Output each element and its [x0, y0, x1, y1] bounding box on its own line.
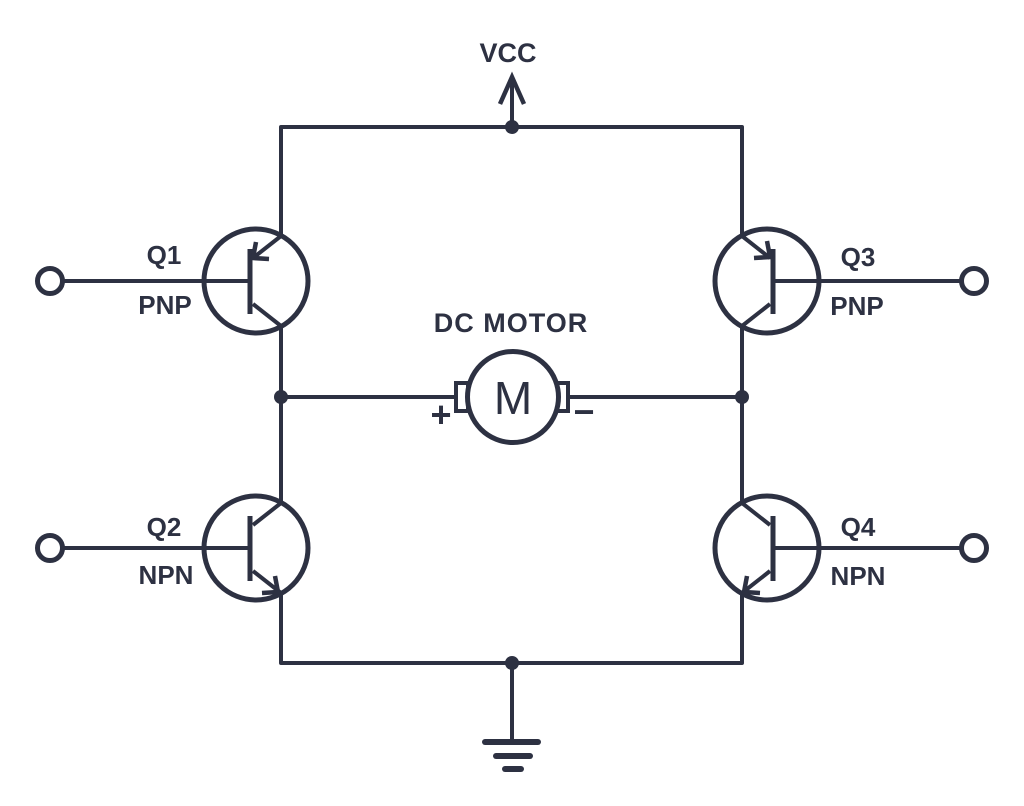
transistor-name: Q4: [841, 512, 876, 542]
vcc-arrow-icon: [497, 71, 527, 105]
motor-symbol: M: [494, 372, 532, 424]
transistor-q2: Q2 NPN: [35, 493, 311, 603]
vcc-label: VCC: [479, 38, 536, 68]
motor-negative-sign: −: [573, 391, 594, 432]
transistor-name: Q1: [147, 240, 182, 270]
transistor-type: PNP: [138, 290, 191, 320]
pnp-arrow-icon: [753, 240, 773, 261]
junction-dot: [274, 390, 288, 404]
input-terminal-q1: [35, 266, 65, 296]
npn-arrow-icon: [261, 575, 281, 596]
input-terminal-q3: [959, 266, 989, 296]
transistor-q3: Q3 PNP: [712, 226, 989, 336]
input-terminal-q4: [959, 533, 989, 563]
transistor-emitter: [251, 234, 283, 260]
transistor-name: Q3: [841, 242, 876, 272]
dc-motor: DC MOTOR M + −: [430, 308, 595, 445]
transistor-name: Q2: [147, 512, 182, 542]
transistor-collector: [740, 501, 772, 527]
transistor-type: NPN: [139, 560, 194, 590]
transistor-type: NPN: [831, 561, 886, 591]
transistor-q1: Q1 PNP: [35, 226, 311, 336]
motor-body: [465, 349, 561, 445]
junction-dot: [735, 390, 749, 404]
junction-dot: [505, 120, 519, 134]
top-rail-wire: [279, 125, 744, 235]
transistor-collector: [251, 302, 283, 328]
transistor-collector: [740, 302, 772, 328]
junction-dot: [505, 656, 519, 670]
npn-arrow-icon: [741, 575, 761, 596]
ground: [482, 656, 541, 772]
pnp-arrow-icon: [250, 241, 270, 262]
vcc-source: VCC: [479, 38, 537, 134]
transistor-q4: Q4 NPN: [712, 493, 989, 603]
transistor-collector: [251, 501, 283, 527]
bottom-rail-wire: [279, 593, 744, 665]
ground-icon: [482, 739, 541, 772]
transistor-type: PNP: [830, 291, 883, 321]
motor-title: DC MOTOR: [434, 308, 589, 338]
input-terminal-q2: [35, 533, 65, 563]
motor-positive-sign: +: [430, 394, 451, 435]
transistor-emitter: [740, 234, 772, 260]
